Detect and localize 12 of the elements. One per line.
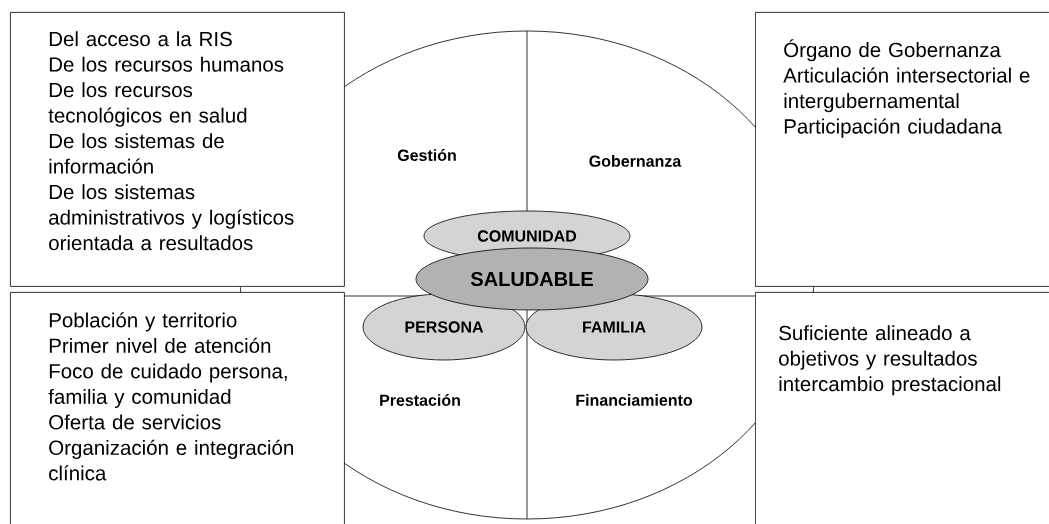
node-label: Articulación intersectorial e intergubernamental (783, 67, 1030, 113)
node-label: Suficiente alineado a objetivos y resultados intercambio prestacional (779, 325, 1001, 396)
text-box: Órgano de Gobernanza Articulación intersectorial e intergubernamental Participación ciudadana (755, 12, 1049, 287)
node-label: Participación ciudadana (784, 118, 1002, 138)
node-label: Órgano de Gobernanza (784, 39, 1001, 62)
quadrant-label: Gobernanza (589, 155, 682, 167)
quadrant-label: Financiamiento (576, 394, 693, 406)
text-box: Suficiente alineado a objetivos y resultados intercambio prestacional (755, 292, 1049, 524)
quadrant-label: Gestión (397, 149, 456, 161)
quadrant-label: Prestación (380, 394, 460, 406)
text-box: Del acceso a la RIS De los recursos humanos De los recursos tecnológicos en salud De los sistemas de información De los sistemas administrativos y logísticos orientada a resultados (10, 12, 345, 287)
text-box: Población y territorio Primer nivel de atención Foco de cuidado persona, familia y comunidad Oferta de servicios Organización e integración clínica (10, 292, 345, 524)
